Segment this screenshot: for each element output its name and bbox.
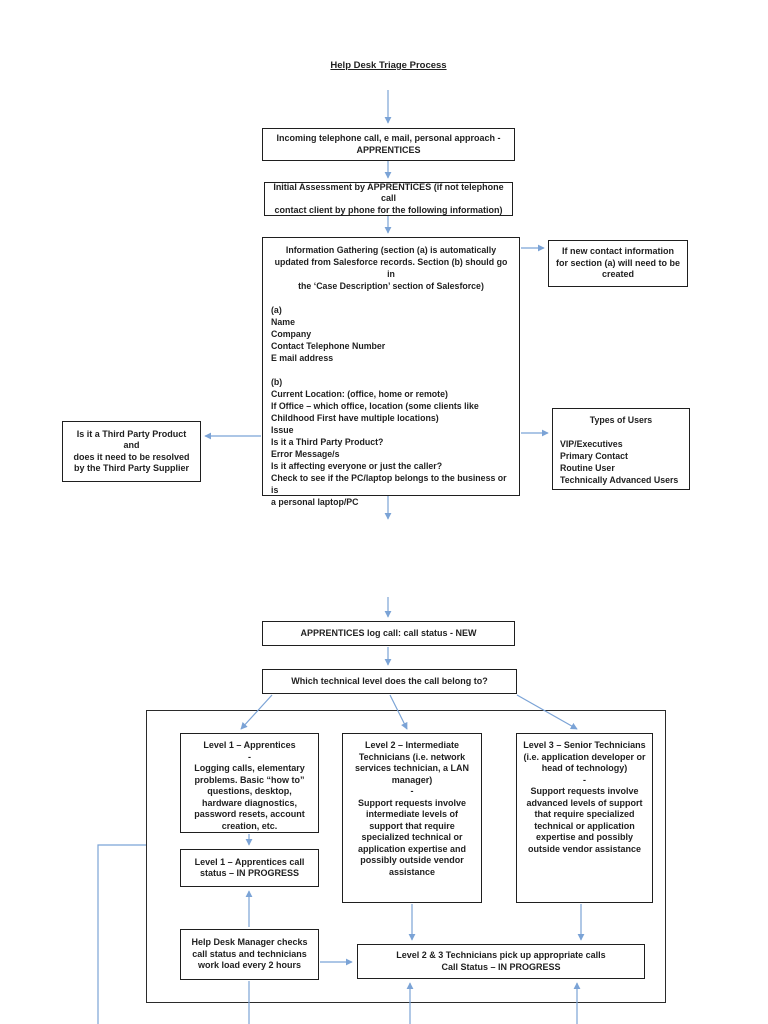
text-line: E mail address bbox=[271, 353, 334, 363]
level3-separator: - bbox=[583, 774, 586, 785]
text-line: updated from Salesforce records. Section… bbox=[274, 257, 508, 279]
log-call-label: APPRENTICES log call: call status - NEW bbox=[300, 627, 477, 638]
spacer bbox=[271, 364, 511, 376]
text-line: Contact Telephone Number bbox=[271, 341, 386, 351]
text-line: Help Desk Manager checks bbox=[191, 937, 308, 948]
spacer bbox=[560, 426, 682, 438]
text-line: status – IN PROGRESS bbox=[199, 868, 300, 878]
text-line: Is it a Third Party Product and bbox=[76, 428, 187, 451]
text-line: Information Gathering (section (a) is au… bbox=[285, 245, 497, 255]
node-information-gathering: Information Gathering (section (a) is au… bbox=[262, 237, 520, 507]
spacer bbox=[271, 292, 511, 304]
text-line: Issue bbox=[271, 425, 294, 435]
text-line: created bbox=[601, 269, 635, 280]
flowchart-title: Help Desk Triage Process bbox=[330, 60, 447, 71]
text-line: Current Location: (office, home or remot… bbox=[271, 389, 448, 399]
connector-container-elbow-offpage bbox=[97, 844, 146, 1024]
text-line: Level 2 & 3 Technicians pick up appropri… bbox=[396, 950, 606, 960]
text-line: contact client by phone for the followin… bbox=[274, 204, 503, 215]
text-line: Routine User bbox=[560, 463, 615, 473]
text-line: by the Third Party Supplier bbox=[73, 463, 190, 473]
level3-description: Support requests involve advanced levels… bbox=[526, 786, 643, 854]
node-level23-pickup: Level 2 & 3 Technicians pick up appropri… bbox=[357, 944, 645, 979]
level1-separator: - bbox=[248, 751, 251, 762]
level3-title: Level 3 – Senior Technicians (i.e. appli… bbox=[523, 740, 646, 773]
text-line: Primary Contact bbox=[560, 451, 628, 461]
text-line: Call Status – IN PROGRESS bbox=[441, 961, 561, 972]
text-line: Technically Advanced Users bbox=[560, 475, 679, 485]
text-line: (b) bbox=[271, 377, 283, 387]
information-gathering-header: Information Gathering (section (a) is au… bbox=[271, 244, 511, 292]
text-line: APPRENTICES bbox=[356, 144, 421, 155]
node-technical-level-question: Which technical level does the call belo… bbox=[262, 669, 517, 694]
node-incoming-call: Incoming telephone call, e mail, persona… bbox=[262, 128, 515, 161]
types-of-users-title: Types of Users bbox=[589, 415, 653, 425]
node-log-call: APPRENTICES log call: call status - NEW bbox=[262, 621, 515, 646]
text-line: Name bbox=[271, 317, 295, 327]
text-line: Level 1 – Apprentices call bbox=[194, 856, 305, 867]
text-line: does it need to be resolved bbox=[73, 451, 190, 462]
text-line: (a) bbox=[271, 305, 282, 315]
text-line: a personal laptop/PC bbox=[271, 497, 359, 507]
information-section-b: (b) Current Location: (office, home or re… bbox=[271, 376, 511, 508]
text-line: Is it a Third Party Product? bbox=[271, 437, 384, 447]
level2-description: Support requests involve intermediate le… bbox=[357, 797, 467, 877]
text-line: Company bbox=[271, 329, 312, 339]
level1-title: Level 1 – Apprentices bbox=[203, 740, 296, 750]
text-line: Is it affecting everyone or just the cal… bbox=[271, 461, 443, 471]
text-line: Childhood First have multiple locations) bbox=[271, 413, 439, 423]
level2-title: Level 2 – Intermediate Technicians (i.e.… bbox=[354, 740, 470, 785]
text-line: for section (a) will need to be bbox=[555, 257, 680, 268]
level1-description: Logging calls, elementary problems. Basi… bbox=[194, 763, 305, 831]
text-line: If Office – which office, location (some… bbox=[271, 401, 479, 411]
node-level1: Level 1 – Apprentices - Logging calls, e… bbox=[180, 733, 319, 833]
level2-separator: - bbox=[410, 786, 414, 796]
node-initial-assessment: Initial Assessment by APPRENTICES (if no… bbox=[264, 182, 513, 216]
node-level2: Level 2 – Intermediate Technicians (i.e.… bbox=[342, 733, 482, 903]
technical-level-question-label: Which technical level does the call belo… bbox=[291, 675, 488, 686]
text-line: the ‘Case Description’ section of Salesf… bbox=[298, 281, 484, 291]
text-line: If new contact information bbox=[561, 246, 674, 257]
text-line: Incoming telephone call, e mail, persona… bbox=[276, 133, 501, 143]
node-level3: Level 3 – Senior Technicians (i.e. appli… bbox=[516, 733, 653, 903]
text-line: Check to see if the PC/laptop belongs to… bbox=[271, 473, 507, 495]
text-line: Initial Assessment by APPRENTICES (if no… bbox=[273, 181, 504, 204]
text-line: Error Message/s bbox=[271, 449, 340, 459]
text-line: VIP/Executives bbox=[560, 439, 623, 449]
text-line: work load every 2 hours bbox=[197, 960, 302, 971]
text-line: call status and technicians bbox=[192, 948, 307, 959]
